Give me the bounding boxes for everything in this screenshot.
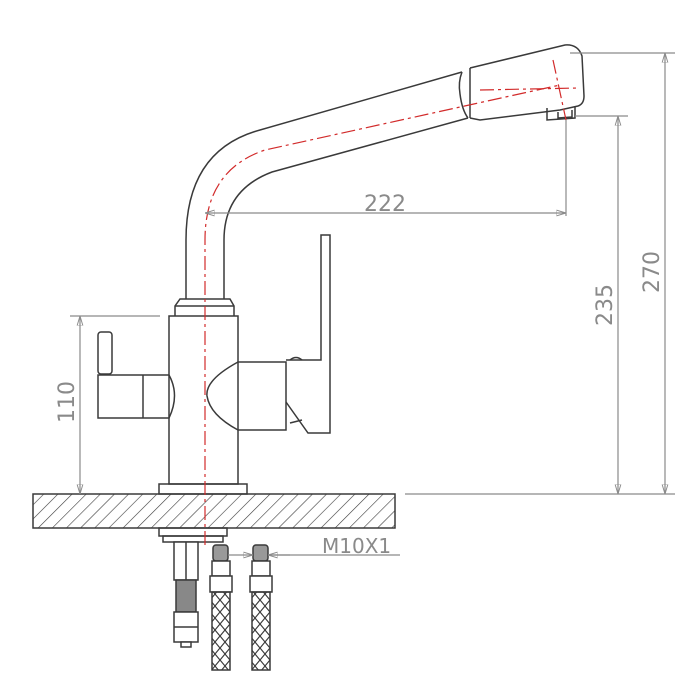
lever-height-label: 110 <box>55 381 80 423</box>
left-handle <box>97 331 176 419</box>
faucet-body <box>168 298 239 485</box>
supply-hoses <box>173 541 273 671</box>
countertop <box>32 493 396 529</box>
spout-reach-label: 222 <box>364 192 406 217</box>
dimension-labels: 222 235 270 110 M10X1 <box>55 192 665 558</box>
centerlines <box>204 59 579 545</box>
spout <box>185 44 585 299</box>
right-lever-handle <box>206 234 331 434</box>
total-height-label: 270 <box>640 251 665 293</box>
dimension-lines <box>70 52 675 555</box>
spout-height-label: 235 <box>593 284 618 326</box>
thread-size-label: M10X1 <box>322 534 391 558</box>
